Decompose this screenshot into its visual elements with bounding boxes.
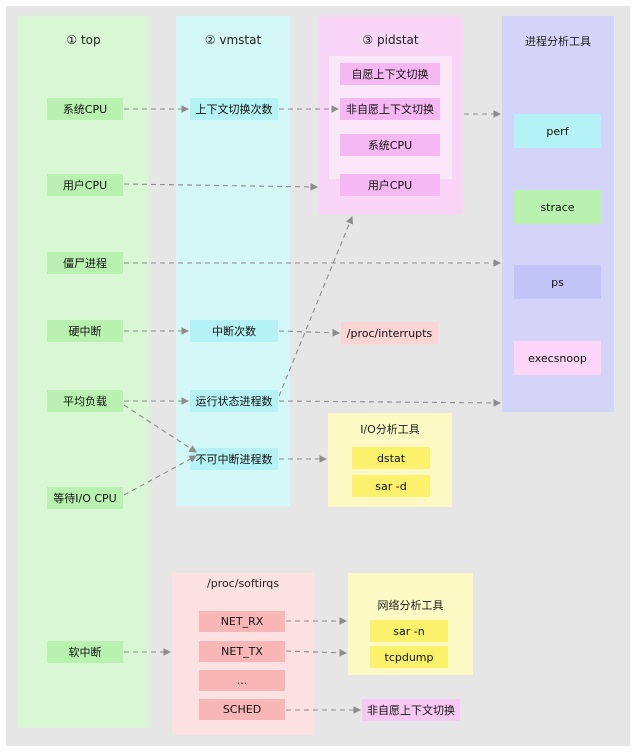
tool-execsnoop: execsnoop	[514, 341, 601, 375]
io-tool-sar-d: sar -d	[352, 475, 430, 497]
top-item-iowait-cpu: 等待I/O CPU	[47, 487, 123, 509]
pidstat-item-voluntary-cs: 自愿上下文切换	[340, 63, 440, 85]
io-tools-title: I/O分析工具	[360, 423, 420, 436]
top-item-hard-interrupt: 硬中断	[47, 320, 123, 342]
net-tool-tcpdump: tcpdump	[370, 646, 448, 668]
top-item-user-cpu: 用户CPU	[47, 174, 123, 196]
sched-involuntary-cs-box: 非自愿上下文切换	[362, 699, 460, 721]
io-tool-dstat: dstat	[352, 447, 430, 469]
softirqs-title: /proc/softirqs	[206, 577, 279, 590]
process-tools-title: 进程分析工具	[525, 35, 591, 48]
tool-perf: perf	[514, 114, 601, 148]
vmstat-item-interrupts: 中断次数	[190, 320, 278, 342]
top-panel-title: ① top	[66, 33, 101, 47]
softirq-net-rx: NET_RX	[199, 611, 285, 632]
vmstat-item-context-switches: 上下文切换次数	[190, 98, 278, 120]
top-panel: ① top	[18, 16, 149, 728]
pidstat-item-user-cpu: 用户CPU	[340, 174, 440, 196]
top-item-system-cpu: 系统CPU	[47, 98, 123, 120]
vmstat-panel-title: ② vmstat	[204, 33, 262, 47]
softirq-ellipsis: ...	[199, 670, 285, 691]
vmstat-panel: ② vmstat	[176, 16, 290, 506]
pidstat-panel-title: ③ pidstat	[362, 33, 419, 47]
proc-interrupts-box: /proc/interrupts	[341, 322, 438, 344]
top-item-load-average: 平均负载	[47, 390, 123, 412]
vmstat-item-uninterruptible-processes: 不可中断进程数	[190, 448, 278, 470]
pidstat-item-involuntary-cs: 非自愿上下文切换	[340, 98, 440, 120]
softirq-net-tx: NET_TX	[199, 641, 285, 662]
top-item-zombie-process: 僵尸进程	[47, 252, 123, 274]
net-tools-title: 网络分析工具	[377, 599, 444, 612]
net-tool-sar-n: sar -n	[370, 620, 448, 642]
tool-strace: strace	[514, 190, 601, 224]
top-item-soft-interrupt: 软中断	[47, 641, 123, 663]
tool-ps: ps	[514, 265, 601, 299]
softirq-sched: SCHED	[199, 699, 285, 720]
vmstat-item-running-processes: 运行状态进程数	[190, 390, 278, 412]
pidstat-item-system-cpu: 系统CPU	[340, 134, 440, 156]
